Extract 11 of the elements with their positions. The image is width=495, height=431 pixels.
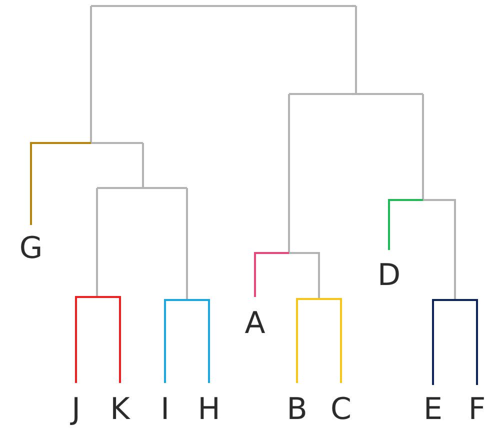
leaf-label: A xyxy=(244,307,266,341)
leaf-label: E xyxy=(424,393,442,427)
leaf-label: D xyxy=(377,259,401,293)
leaf-label: F xyxy=(468,393,486,427)
leaf-label: H xyxy=(198,393,220,427)
leaf-label: I xyxy=(160,393,170,427)
leaf-label: B xyxy=(286,393,308,427)
leaf-label: K xyxy=(110,393,130,427)
leaf-label: C xyxy=(330,393,352,427)
leaf-label: G xyxy=(19,232,43,266)
leaf-label: J xyxy=(72,393,80,427)
